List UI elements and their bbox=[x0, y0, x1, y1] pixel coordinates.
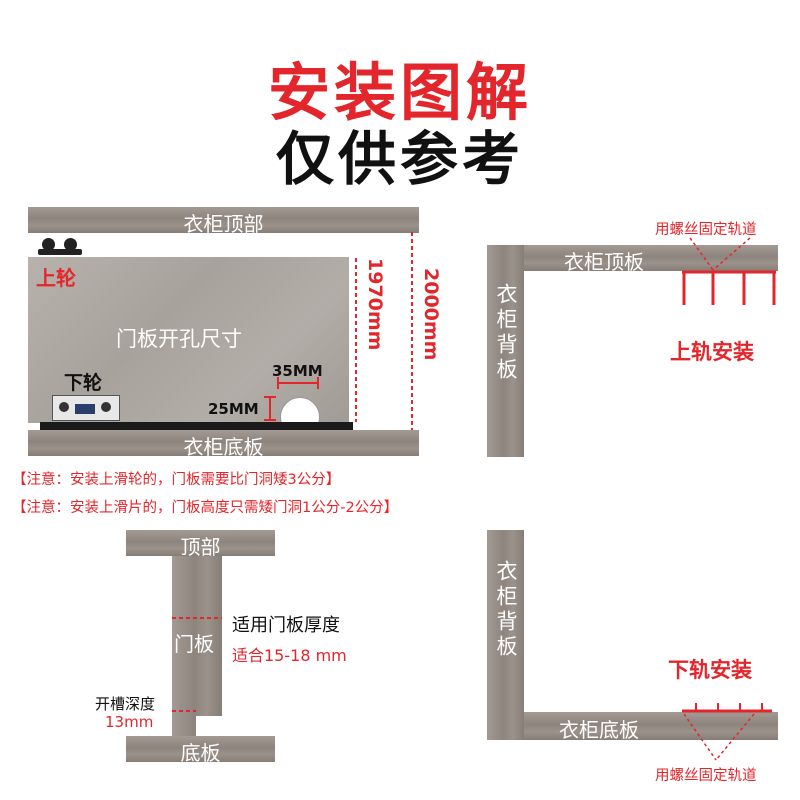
note-upper-wheel: 【注意：安装上滑轮的，门板需要比门洞矮3公分】 bbox=[12, 472, 341, 488]
thickness-bottom-board: 底板 bbox=[126, 736, 275, 765]
fit-thickness-value: 适合15-18 mm bbox=[232, 646, 347, 665]
dimension-35mm: 35MM bbox=[272, 362, 323, 380]
wardrobe-top-panel: 衣柜顶部 bbox=[28, 207, 419, 236]
lower-wheel-icon bbox=[52, 395, 120, 421]
back-board-bottom: 衣柜背板 bbox=[487, 530, 524, 740]
dimension-1970mm: 1970mm bbox=[364, 258, 386, 351]
door-groove-notch bbox=[196, 716, 222, 736]
wardrobe-bottom-label: 衣柜底板 bbox=[183, 435, 264, 459]
bottom-rail bbox=[40, 422, 353, 430]
door-hole-size-label: 门板开孔尺寸 bbox=[116, 327, 242, 351]
groove-depth-label: 开槽深度 bbox=[95, 695, 156, 713]
wardrobe-top-label: 衣柜顶部 bbox=[183, 212, 264, 236]
bottom-board: 衣柜底板 bbox=[524, 712, 778, 742]
dimension-2000mm: 2000mm bbox=[420, 268, 442, 361]
bottom-screw-note: 用螺丝固定轨道 bbox=[655, 768, 757, 784]
bottom-board-label: 衣柜底板 bbox=[559, 718, 639, 742]
back-board-label: 衣柜背板 bbox=[494, 283, 518, 383]
top-screw-note: 用螺丝固定轨道 bbox=[655, 222, 757, 238]
thickness-bottom-label: 底板 bbox=[180, 741, 221, 765]
page-subtitle: 仅供参考 bbox=[275, 125, 524, 193]
top-board: 衣柜顶板 bbox=[524, 245, 778, 274]
upper-wheel-label: 上轮 bbox=[36, 266, 76, 290]
bottom-rail-caption: 下轨安装 bbox=[668, 658, 752, 682]
lower-wheel-label: 下轮 bbox=[64, 372, 103, 394]
top-rail-caption: 上轨安装 bbox=[670, 340, 754, 364]
back-board-label: 衣柜背板 bbox=[494, 560, 518, 660]
back-board-top: 衣柜背板 bbox=[487, 245, 524, 457]
note-upper-slider: 【注意：安装上滑片的，门板高度只需矮门洞1公分-2公分】 bbox=[12, 500, 399, 516]
dimension-25mm: 25MM bbox=[208, 400, 259, 418]
thickness-door: 门板 bbox=[172, 556, 222, 736]
fit-thickness-label: 适用门板厚度 bbox=[232, 615, 340, 636]
upper-wheel-icon bbox=[38, 238, 84, 256]
thickness-top-board: 顶部 bbox=[126, 530, 275, 559]
wardrobe-bottom-panel: 衣柜底板 bbox=[28, 430, 419, 459]
groove-depth-value: 13mm bbox=[105, 713, 154, 731]
top-board-label: 衣柜顶板 bbox=[564, 250, 644, 274]
thickness-door-label: 门板 bbox=[174, 632, 214, 656]
thickness-top-label: 顶部 bbox=[180, 535, 221, 559]
page-title: 安装图解 bbox=[267, 56, 532, 129]
